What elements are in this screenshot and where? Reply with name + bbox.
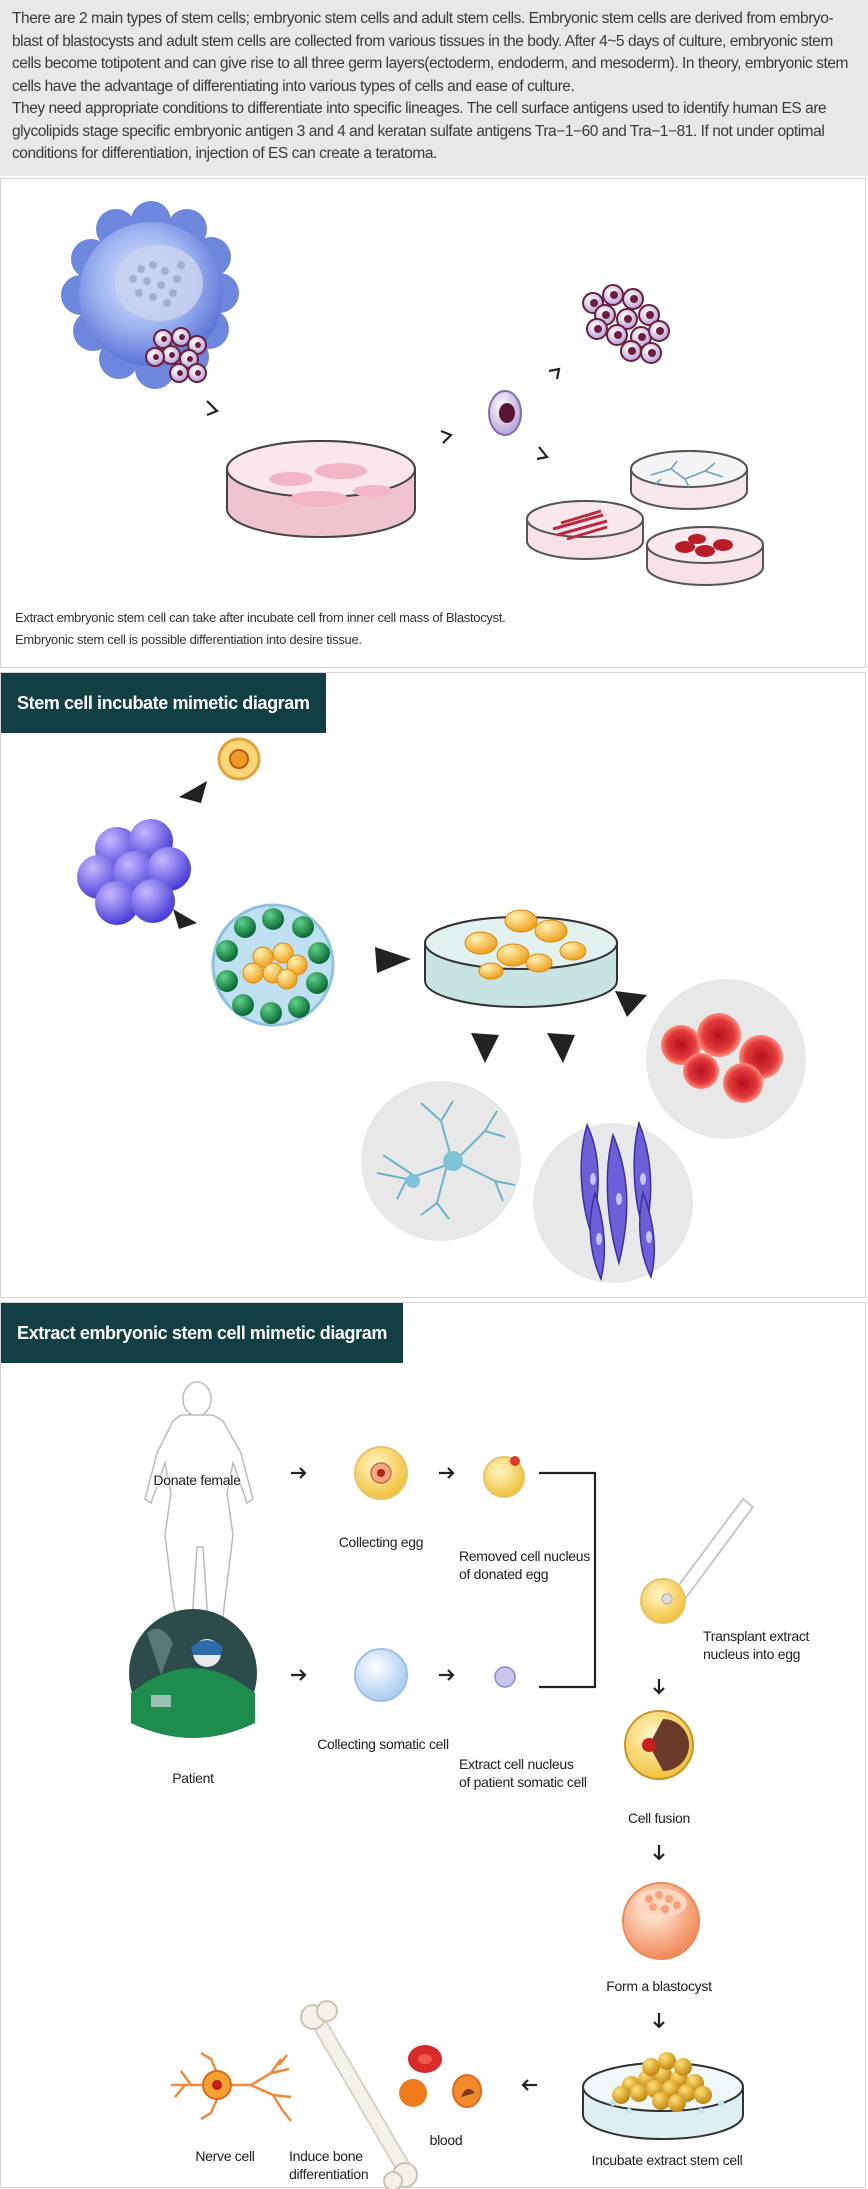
bone-image xyxy=(300,2000,418,2189)
embryonic-culture-illustration xyxy=(61,201,764,586)
label-transplant-line1: Transplant extract xyxy=(703,1628,810,1644)
blood-cell-circle xyxy=(646,979,806,1139)
label-nerve-cell: Nerve cell xyxy=(195,2148,255,2164)
formed-blastocyst-image xyxy=(622,1882,700,1960)
label-removed-nucleus-line2: of donated egg xyxy=(459,1566,549,1582)
cell-fusion-image xyxy=(624,1710,694,1780)
label-bone-line1: Induce bone xyxy=(289,2148,363,2164)
incubate-illustration xyxy=(77,737,806,1283)
arrow-blastocyst-to-dish xyxy=(375,947,411,973)
arrow-somatic-to-nucleus xyxy=(439,1669,455,1681)
label-donate-female: Donate female xyxy=(153,1472,241,1488)
caption-line-1: Extract embryonic stem cell can take aft… xyxy=(15,610,506,625)
arrow-egg-to-morula xyxy=(179,781,207,803)
arrow-egg-to-removed xyxy=(439,1467,455,1479)
blood-dish-image xyxy=(646,526,764,586)
enucleated-egg-image xyxy=(483,1456,525,1498)
label-removed-nucleus: Removed cell nucleus of donated egg xyxy=(459,1547,590,1583)
label-bone: Induce bone differentiation xyxy=(289,2147,369,2183)
label-extract-nucleus-line2: of patient somatic cell xyxy=(459,1774,587,1790)
connector-bracket xyxy=(539,1471,597,1689)
arrow-to-muscle xyxy=(547,1033,575,1063)
blood-cells-image xyxy=(399,2045,482,2108)
collected-egg-image xyxy=(354,1446,408,1500)
arrow-to-fusion xyxy=(653,1679,665,1695)
arrow-to-blastocyst xyxy=(653,1845,665,1861)
label-bone-line2: differentiation xyxy=(289,2166,369,2182)
label-collecting-somatic: Collecting somatic cell xyxy=(317,1736,449,1752)
panel1-caption: Extract embryonic stem cell can take aft… xyxy=(15,607,506,651)
incubate-dish-image xyxy=(582,2052,744,2140)
arrow-morula-to-blastocyst xyxy=(173,909,197,929)
arrow-to-nerve xyxy=(471,1033,499,1063)
label-extract-nucleus-line1: Extract cell nucleus xyxy=(459,1756,574,1772)
label-transplant-line2: nucleus into egg xyxy=(703,1646,801,1662)
label-incubate: Incubate extract stem cell xyxy=(591,2152,743,2168)
label-removed-nucleus-line1: Removed cell nucleus xyxy=(459,1548,590,1564)
label-patient: Patient xyxy=(172,1770,214,1786)
intro-paragraph-2: They need appropriate conditions to diff… xyxy=(12,100,827,162)
label-cell-fusion: Cell fusion xyxy=(627,1810,691,1826)
nerve-dish-image xyxy=(630,450,748,510)
blastocyst-image xyxy=(211,903,335,1027)
petri-dish-image xyxy=(226,440,416,538)
muscle-cell-circle xyxy=(533,1120,693,1283)
arrow-to-blood xyxy=(615,991,647,1017)
muscle-dish-image xyxy=(526,500,644,560)
label-transplant: Transplant extract nucleus into egg xyxy=(703,1627,809,1663)
label-extract-nucleus: Extract cell nucleus of patient somatic … xyxy=(459,1755,587,1791)
female-silhouette-image xyxy=(144,1381,254,1636)
arrow-3 xyxy=(548,367,561,380)
incubate-diagram-panel: Stem cell incubate mimetic diagram xyxy=(0,672,866,1298)
cell-cluster-image xyxy=(582,284,670,364)
extract-illustration xyxy=(129,1381,755,2189)
intro-text: There are 2 main types of stem cells; em… xyxy=(0,0,868,176)
section-title-extract: Extract embryonic stem cell mimetic diag… xyxy=(1,1303,403,1363)
embryonic-culture-panel: Extract embryonic stem cell can take aft… xyxy=(0,178,866,668)
somatic-nucleus-image xyxy=(494,1666,516,1688)
nerve-cell-circle xyxy=(361,1081,521,1241)
arrow-to-incubate xyxy=(653,2013,665,2029)
arrow-2 xyxy=(440,429,453,444)
arrow-4 xyxy=(536,446,549,461)
extract-diagram-panel: Extract embryonic stem cell mimetic diag… xyxy=(0,1302,866,2189)
nerve-cell-image xyxy=(171,2051,292,2122)
caption-line-2: Embryonic stem cell is possible differen… xyxy=(15,632,362,647)
label-form-blastocyst: Form a blastocyst xyxy=(606,1978,712,1994)
morula-image xyxy=(77,819,191,925)
arrow-patient-to-somatic xyxy=(291,1669,307,1681)
pipette-image xyxy=(640,1497,755,1624)
section-title-incubate: Stem cell incubate mimetic diagram xyxy=(1,673,326,733)
arrow-to-differentiation xyxy=(521,2079,537,2091)
arrow-female-to-egg xyxy=(291,1467,307,1479)
intro-paragraph-1: There are 2 main types of stem cells; em… xyxy=(12,10,848,95)
blastocyst-image xyxy=(61,201,239,389)
somatic-cell-image xyxy=(354,1648,408,1702)
label-blood: blood xyxy=(429,2132,463,2148)
label-collecting-egg: Collecting egg xyxy=(338,1534,424,1550)
patient-photo xyxy=(129,1609,257,1738)
culture-dish-image xyxy=(424,909,618,1008)
arrow-1 xyxy=(206,400,219,417)
stem-cell-image xyxy=(488,390,522,436)
